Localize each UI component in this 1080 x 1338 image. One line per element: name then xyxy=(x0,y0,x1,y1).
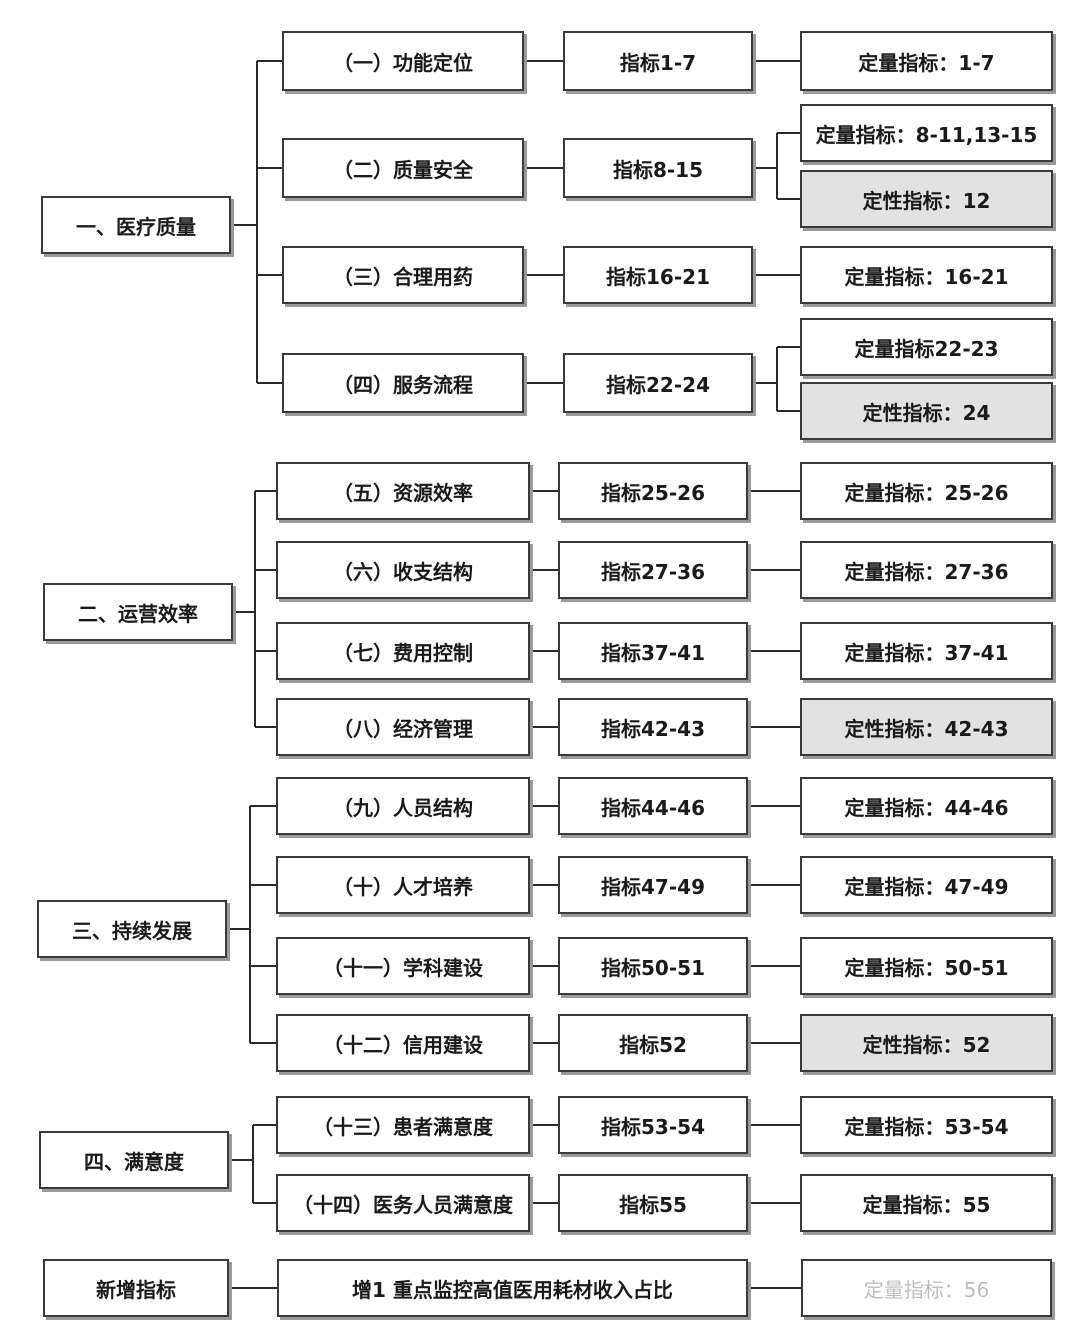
quantitative-indicator-box: 定量指标：50-51 xyxy=(800,937,1053,995)
indicator-range-box: 指标25-26 xyxy=(558,462,748,520)
sub-item-box: （七）费用控制 xyxy=(276,622,530,680)
sub-item-box: （四）服务流程 xyxy=(282,353,524,413)
indicator-range-box: 指标27-36 xyxy=(558,541,748,599)
quantitative-indicator-box: 定量指标22-23 xyxy=(800,318,1053,376)
category-box: 三、持续发展 xyxy=(37,900,227,958)
indicator-range-box: 指标55 xyxy=(558,1174,748,1232)
indicator-range-box: 指标22-24 xyxy=(563,353,753,413)
sub-item-box: （五）资源效率 xyxy=(276,462,530,520)
sub-item-box: （十三）患者满意度 xyxy=(276,1096,530,1154)
indicator-range-box: 指标53-54 xyxy=(558,1096,748,1154)
quantitative-indicator-box: 定量指标：37-41 xyxy=(800,622,1053,680)
quantitative-indicator-box: 定量指标：27-36 xyxy=(800,541,1053,599)
new-indicator-item-box: 增1 重点监控高值医用耗材收入占比 xyxy=(277,1259,748,1317)
indicator-range-box: 指标44-46 xyxy=(558,777,748,835)
quantitative-indicator-box: 定量指标：44-46 xyxy=(800,777,1053,835)
sub-item-box: （十二）信用建设 xyxy=(276,1014,530,1072)
quantitative-indicator-box: 定量指标：1-7 xyxy=(800,31,1053,91)
new-indicator-category-box: 新增指标 xyxy=(43,1259,229,1317)
qualitative-indicator-box: 定性指标：24 xyxy=(800,382,1053,440)
sub-item-box: （八）经济管理 xyxy=(276,698,530,756)
category-box: 一、医疗质量 xyxy=(41,196,231,254)
quantitative-indicator-box: 定量指标：25-26 xyxy=(800,462,1053,520)
sub-item-box: （十四）医务人员满意度 xyxy=(276,1174,530,1232)
indicator-range-box: 指标37-41 xyxy=(558,622,748,680)
sub-item-box: （十）人才培养 xyxy=(276,856,530,914)
indicator-range-box: 指标47-49 xyxy=(558,856,748,914)
category-box: 二、运营效率 xyxy=(43,583,233,641)
indicator-range-box: 指标52 xyxy=(558,1014,748,1072)
sub-item-box: （十一）学科建设 xyxy=(276,937,530,995)
quantitative-indicator-box: 定量指标：8-11,13-15 xyxy=(800,104,1053,162)
qualitative-indicator-box: 定性指标：42-43 xyxy=(800,698,1053,756)
sub-item-box: （一）功能定位 xyxy=(282,31,524,91)
indicator-range-box: 指标1-7 xyxy=(563,31,753,91)
indicator-range-box: 指标50-51 xyxy=(558,937,748,995)
quantitative-indicator-box: 定量指标：53-54 xyxy=(800,1096,1053,1154)
quantitative-indicator-box: 定量指标：47-49 xyxy=(800,856,1053,914)
new-indicator-type-box: 定量指标：56 xyxy=(801,1259,1052,1317)
qualitative-indicator-box: 定性指标：12 xyxy=(800,170,1053,228)
sub-item-box: （三）合理用药 xyxy=(282,246,524,304)
indicator-range-box: 指标8-15 xyxy=(563,138,753,198)
quantitative-indicator-box: 定量指标：55 xyxy=(800,1174,1053,1232)
sub-item-box: （九）人员结构 xyxy=(276,777,530,835)
indicator-range-box: 指标16-21 xyxy=(563,246,753,304)
indicator-range-box: 指标42-43 xyxy=(558,698,748,756)
sub-item-box: （六）收支结构 xyxy=(276,541,530,599)
quantitative-indicator-box: 定量指标：16-21 xyxy=(800,246,1053,304)
qualitative-indicator-box: 定性指标：52 xyxy=(800,1014,1053,1072)
sub-item-box: （二）质量安全 xyxy=(282,138,524,198)
category-box: 四、满意度 xyxy=(39,1131,229,1189)
